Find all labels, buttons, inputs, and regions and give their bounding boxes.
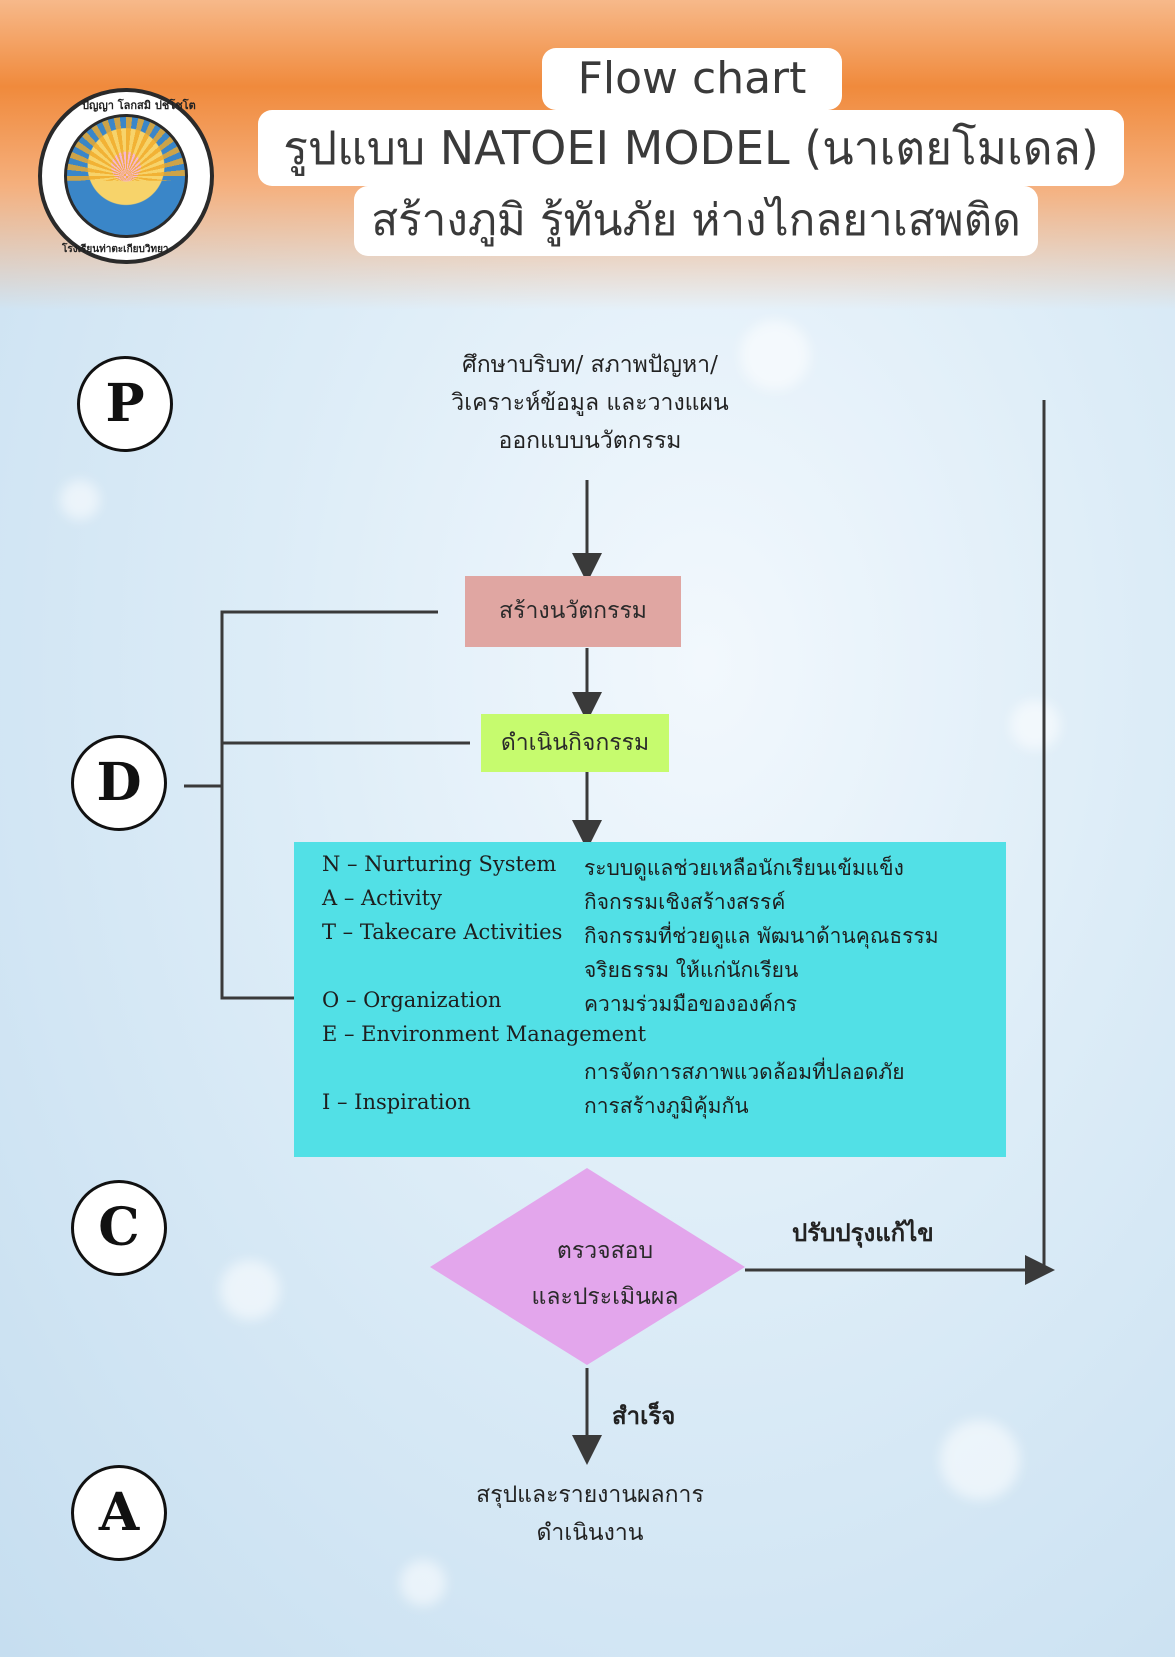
check-line-1: ตรวจสอบ: [556, 1238, 654, 1264]
logo-school-name: โรงเรียนท่าตะเกียบวิทยา: [62, 244, 169, 255]
check-line-2: และประเมินผล: [531, 1284, 679, 1310]
model-t-en: T – Takecare Activities: [322, 920, 563, 944]
bokeh-light: [1010, 700, 1060, 750]
bokeh-light: [220, 1260, 280, 1320]
school-logo: ปัญญา โลกสมิ ปชโชโต โรงเรียนท่าตะเกียบวิ…: [38, 88, 214, 264]
improve-label: ปรับปรุงแก้ไข: [792, 1218, 934, 1247]
model-a-en: A – Activity: [322, 886, 442, 910]
model-e-en: E – Environment Management: [322, 1022, 647, 1046]
model-e-th: การจัดการสภาพแวดล้อมที่ปลอดภัย: [584, 1060, 905, 1084]
model-t-th: กิจกรรมที่ช่วยดูแล พัฒนาด้านคุณธรรม: [584, 924, 939, 948]
header-banner: ปัญญา โลกสมิ ปชโชโต โรงเรียนท่าตะเกียบวิ…: [0, 0, 1175, 310]
do-activity-box: ดำเนินกิจกรรม: [481, 714, 669, 772]
title-line-1: Flow chart: [542, 48, 842, 110]
natoei-model-box: N – Nurturing System ระบบดูแลช่วยเหลือนั…: [294, 842, 1006, 1157]
model-i-th: การสร้างภูมิคุ้มกัน: [584, 1094, 749, 1118]
bokeh-light: [400, 1560, 446, 1606]
plan-line-1: ศึกษาบริบท/ สภาพปัญหา/: [462, 352, 718, 378]
model-a-th: กิจกรรมเชิงสร้างสรรค์: [584, 890, 786, 914]
logo-motto: ปัญญา โลกสมิ ปชโชโต: [82, 99, 196, 112]
bokeh-light: [740, 320, 810, 390]
d-bracket-outer: [220, 610, 438, 1000]
logo-emblem: [64, 114, 188, 238]
phase-act-circle: A: [71, 1465, 167, 1561]
act-line-1: สรุปและรายงานผลการ: [476, 1482, 704, 1508]
logo-sun-rays: [67, 117, 185, 181]
bokeh-light: [60, 480, 100, 520]
bokeh-light: [940, 1420, 1020, 1500]
model-o-th: ความร่วมมือขององค์กร: [584, 992, 797, 1016]
model-i-en: I – Inspiration: [322, 1090, 471, 1114]
title-line-3: สร้างภูมิ รู้ทันภัย ห่างไกลยาเสพติด: [354, 186, 1038, 256]
create-innovation-box: สร้างนวัตกรรม: [465, 576, 681, 647]
phase-check-circle: C: [71, 1180, 167, 1276]
model-o-en: O – Organization: [322, 988, 502, 1012]
title-line-2: รูปแบบ NATOEI MODEL (นาเตยโมเดล): [258, 110, 1124, 186]
phase-do-circle: D: [71, 735, 167, 831]
model-n-th: ระบบดูแลช่วยเหลือนักเรียนเข้มแข็ง: [584, 856, 904, 880]
check-diamond: [430, 1168, 745, 1365]
plan-step: ศึกษาบริบท/ สภาพปัญหา/ วิเคราะห์ข้อมูล แ…: [380, 346, 800, 460]
model-t-th-cont: จริยธรรม ให้แก่นักเรียน: [584, 958, 799, 982]
plan-line-3: ออกแบบนวัตกรรม: [498, 428, 682, 454]
success-label: สำเร็จ: [612, 1401, 676, 1430]
act-line-2: ดำเนินงาน: [536, 1520, 644, 1546]
model-n-en: N – Nurturing System: [322, 852, 557, 876]
phase-plan-circle: P: [77, 356, 173, 452]
plan-line-2: วิเคราะห์ข้อมูล และวางแผน: [451, 390, 729, 416]
check-step: ตรวจสอบ และประเมินผล: [475, 1228, 735, 1320]
act-step: สรุปและรายงานผลการ ดำเนินงาน: [430, 1476, 750, 1552]
